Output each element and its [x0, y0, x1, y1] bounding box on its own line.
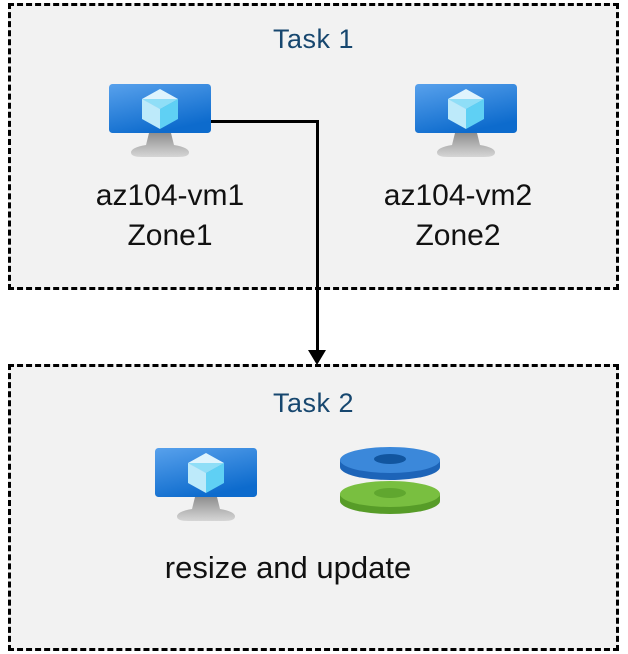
task2-box [8, 364, 619, 651]
arrow-down-connector [211, 120, 319, 123]
task2-title: Task 2 [272, 388, 355, 418]
vm-monitor-icon [415, 84, 517, 157]
task1-title: Task 1 [272, 24, 355, 54]
vm2-zone: Zone2 [415, 219, 501, 252]
vm-monitor-icon [109, 84, 211, 157]
vm1-name: az104-vm1 [95, 179, 245, 212]
vm1-label: az104-vm1 Zone1 [60, 176, 280, 256]
arrowhead-icon [308, 350, 326, 365]
vm1-zone: Zone1 [127, 219, 213, 252]
arrow-down-connector [316, 120, 319, 351]
task1-box [8, 3, 619, 290]
stacked-disks-icon [340, 447, 440, 514]
task2-caption: resize and update [164, 550, 412, 585]
vm-monitor-icon [155, 448, 257, 521]
vm2-name: az104-vm2 [383, 179, 533, 212]
vm2-label: az104-vm2 Zone2 [348, 176, 568, 256]
